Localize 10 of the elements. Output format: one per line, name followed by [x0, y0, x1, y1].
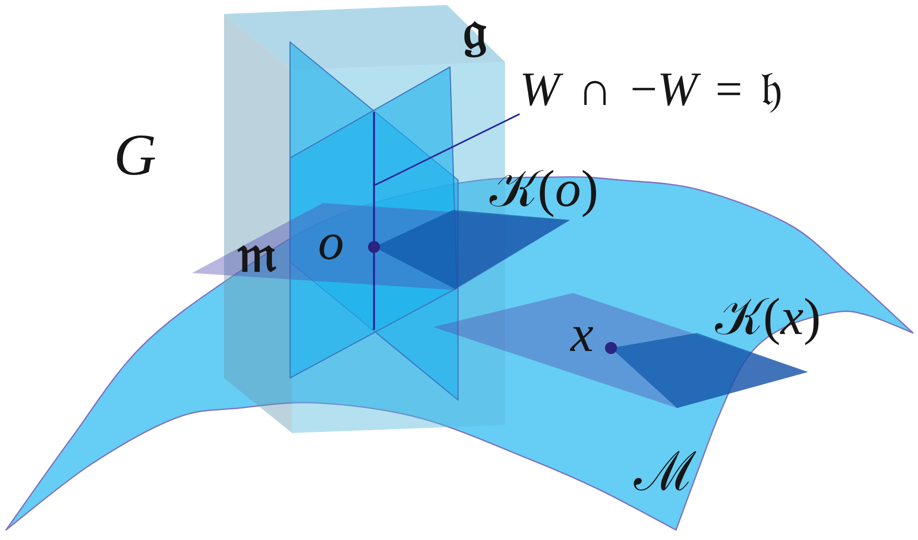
symbol-label: 𝔪: [238, 229, 276, 281]
symbol-label: 𝔤: [463, 3, 487, 57]
intersection-line: [373, 112, 375, 330]
symbol-label: ℳ: [634, 445, 696, 499]
symbol-label: G: [114, 126, 156, 184]
symbol-label: 𝒦(o): [490, 164, 598, 216]
equation-label: W ∩ −W = 𝔥: [520, 66, 782, 114]
leader-line: [374, 113, 520, 186]
symbol-label: x: [570, 309, 594, 361]
symbol-label: o: [318, 217, 344, 269]
